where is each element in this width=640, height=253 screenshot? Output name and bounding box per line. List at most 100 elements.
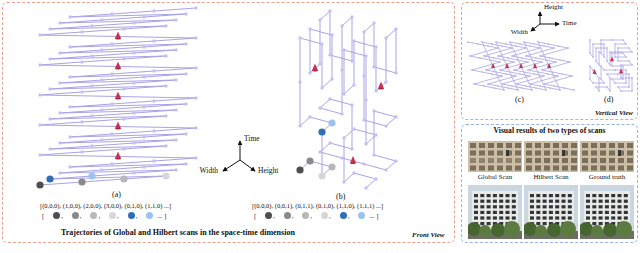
scan-point — [142, 165, 145, 168]
scan-point — [340, 24, 343, 27]
direction-cone — [115, 32, 121, 39]
scan-point — [364, 54, 367, 57]
window — [549, 200, 553, 203]
window — [480, 194, 484, 197]
scan-point — [110, 132, 113, 135]
facade-wall — [468, 141, 522, 172]
window — [582, 151, 588, 156]
scan-point — [122, 117, 125, 120]
token-dot — [340, 212, 347, 219]
window — [515, 158, 521, 163]
window — [488, 151, 494, 156]
width-axis — [531, 24, 540, 31]
window — [591, 151, 597, 156]
tree — [468, 222, 481, 236]
window — [549, 211, 553, 214]
window — [506, 194, 510, 197]
tree — [580, 222, 593, 236]
first-token-point — [46, 175, 53, 182]
window — [470, 143, 476, 148]
scan-point — [541, 61, 543, 63]
scan-point — [142, 75, 145, 78]
scan-point — [525, 47, 527, 49]
scan-point — [513, 61, 515, 63]
window — [543, 194, 547, 197]
token-dot — [358, 212, 365, 219]
panel-letter: (b) — [336, 192, 345, 201]
window — [506, 216, 510, 219]
scan-point — [531, 89, 533, 91]
window — [562, 211, 566, 214]
scan-point — [372, 109, 375, 112]
tree — [479, 225, 491, 237]
window — [591, 143, 597, 148]
window — [571, 158, 577, 163]
window — [599, 211, 603, 214]
building-image — [524, 185, 578, 239]
scan-point — [485, 69, 487, 71]
scan-point — [194, 66, 197, 69]
scan-point — [194, 6, 197, 9]
scan-point — [100, 138, 103, 141]
scan-point — [38, 33, 41, 36]
scan-point — [517, 89, 519, 91]
window — [549, 216, 553, 219]
scan-point — [503, 59, 505, 61]
panel-title: Vertical View — [595, 109, 633, 117]
scan-point — [549, 57, 551, 59]
window — [493, 200, 497, 203]
scan-point — [372, 153, 375, 156]
scan-point — [535, 57, 537, 59]
window — [618, 166, 624, 171]
scan-point — [328, 9, 331, 12]
height-axis — [240, 160, 255, 171]
scan-point — [80, 30, 83, 33]
global-scan-front — [36, 6, 197, 188]
scan-point — [598, 77, 600, 79]
window — [474, 200, 478, 203]
token-dot — [109, 212, 116, 219]
scan-point — [628, 47, 630, 49]
window — [493, 194, 497, 197]
direction-cone — [491, 63, 495, 67]
first-token-point — [120, 175, 127, 182]
scan-point — [505, 43, 507, 45]
scan-point — [525, 55, 527, 57]
scan-point — [342, 136, 345, 139]
window — [470, 158, 476, 163]
scan-point — [90, 54, 93, 57]
window — [499, 194, 503, 197]
window — [592, 211, 596, 214]
scan-point — [628, 60, 630, 62]
window — [536, 222, 540, 225]
window — [536, 211, 540, 214]
scan-point — [511, 55, 513, 57]
scan-point — [374, 45, 377, 48]
scan-point — [497, 47, 499, 49]
bracket: [ — [254, 212, 256, 219]
scan-point — [563, 87, 565, 89]
window — [543, 222, 547, 225]
window — [479, 143, 485, 148]
scan-point — [625, 69, 627, 71]
window — [506, 158, 512, 163]
scan-point — [194, 96, 197, 99]
scan-path — [300, 11, 396, 188]
window — [526, 158, 532, 163]
scan-point — [318, 18, 321, 21]
scan-point — [517, 59, 519, 61]
scan-point — [320, 86, 323, 89]
window — [562, 200, 566, 203]
scan-point — [132, 81, 135, 84]
window — [535, 143, 541, 148]
scan-point — [90, 144, 93, 147]
panel-title: Trajectories of Global and Hilbert scans… — [61, 228, 295, 237]
scan-point — [533, 73, 535, 75]
scan-point — [342, 180, 345, 183]
panel-letter: (d) — [604, 95, 613, 104]
scan-point — [38, 63, 41, 66]
scan-point — [467, 41, 469, 43]
tree — [535, 225, 547, 237]
window — [600, 143, 606, 148]
scan-point — [394, 71, 397, 74]
